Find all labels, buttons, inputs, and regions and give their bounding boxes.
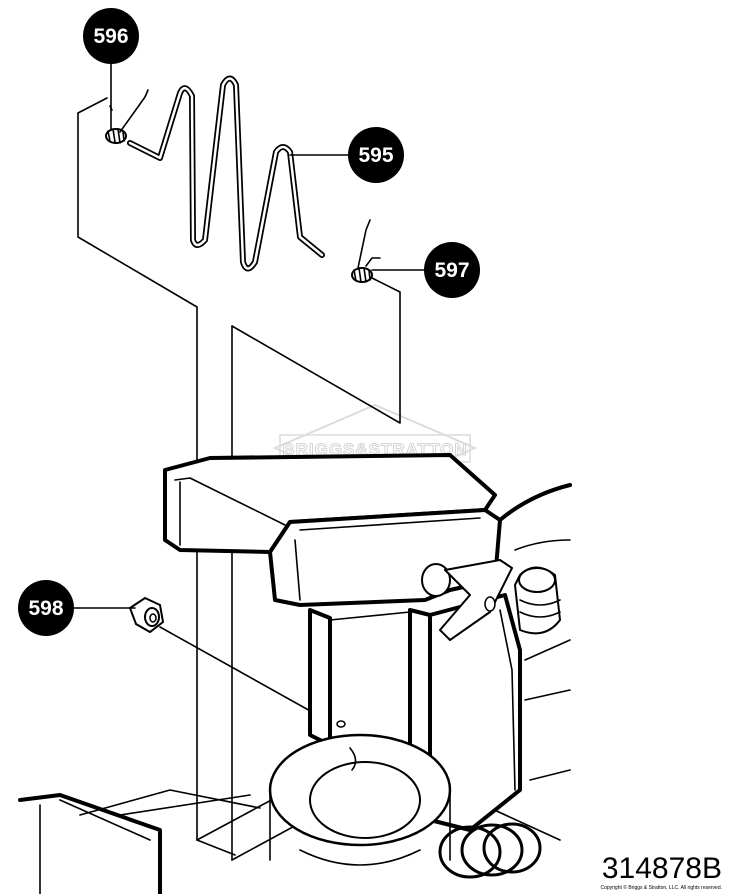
callout-598: 598 — [18, 580, 74, 636]
callout-label: 595 — [358, 144, 393, 167]
callout-leaders — [67, 61, 429, 609]
fuel-cap — [514, 566, 561, 635]
nut-598 — [128, 596, 165, 634]
engine-housing-right — [498, 483, 572, 781]
diagram-reference-number: 314878B — [602, 852, 722, 885]
base-frame — [18, 789, 261, 894]
callout-label: 596 — [93, 25, 128, 48]
callout-596: 596 — [83, 8, 139, 64]
callout-label: 598 — [28, 597, 63, 620]
knob-lever — [421, 559, 513, 641]
callout-label: 597 — [434, 259, 469, 282]
coil-spring-bottom — [438, 822, 542, 879]
spring-597 — [351, 219, 381, 283]
lower-cylinder — [268, 733, 452, 866]
spring-596 — [105, 89, 149, 144]
callout-597: 597 — [424, 242, 480, 298]
callout-595: 595 — [348, 127, 404, 183]
copyright-notice: Copyright © Briggs & Stratton, LLC. All … — [600, 884, 722, 891]
exploded-view-guide-lines — [77, 97, 561, 861]
wire-retainer — [127, 75, 325, 272]
